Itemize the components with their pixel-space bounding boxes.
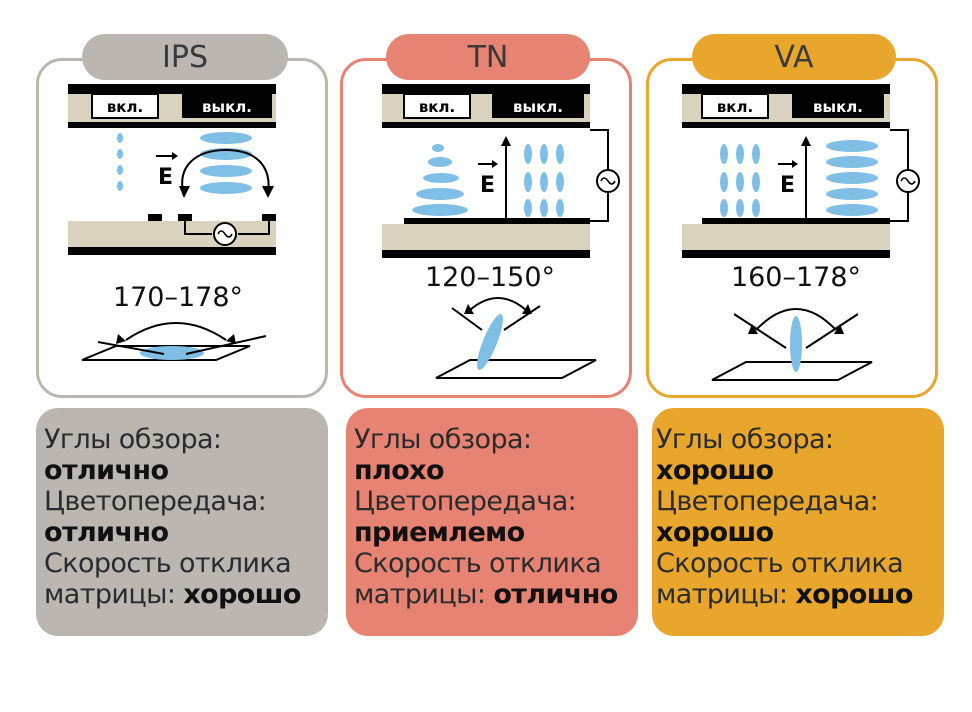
ips-title: IPS [162, 39, 208, 75]
tn-on-label-box [403, 93, 471, 119]
ips-off-label: выкл. [202, 98, 252, 116]
ips-response-label-2: матрицы: [44, 579, 184, 610]
tn-viewing-value: плохо [354, 455, 445, 486]
ips-off-molecules [200, 132, 252, 194]
ips-top-polarizer [68, 84, 276, 94]
tn-title-tab: TN [386, 34, 590, 80]
ips-bottom-polarizer [68, 247, 276, 255]
tn-color-label: Цветопередача: [354, 486, 577, 517]
tn-panel: TN вкл. выкл. E [340, 0, 640, 712]
va-color-label: Цветопередача: [656, 486, 879, 517]
ips-color-label: Цветопередача: [44, 486, 267, 517]
tn-response-label-2: матрицы: [354, 579, 494, 610]
tn-on-molecules [412, 144, 468, 216]
va-title: VA [774, 39, 814, 75]
tn-off-label: выкл. [513, 98, 563, 116]
va-on-label: вкл. [717, 98, 753, 116]
va-viewing-label: Углы обзора: [656, 424, 834, 455]
ips-electrode-3 [262, 214, 276, 221]
tn-viewing-plane [435, 359, 597, 379]
ips-viewing-arc [125, 322, 227, 341]
tn-bottom-substrate [382, 224, 590, 250]
ips-diagram: вкл. выкл. E [68, 84, 276, 361]
ips-viewing-molecule [140, 346, 204, 360]
ips-on-label-box [91, 93, 159, 119]
va-viewing-plane [711, 361, 873, 381]
ips-panel: IPS вкл. выкл. E [36, 0, 336, 712]
tn-off-label-box [492, 94, 584, 118]
ips-angle: 170–178° [112, 282, 244, 313]
va-color-value: хорошо [656, 517, 774, 548]
va-off-label: выкл. [813, 98, 863, 116]
va-angle: 160–178° [730, 262, 862, 293]
va-on-molecules [720, 144, 760, 217]
tn-off-molecules [524, 144, 564, 217]
va-panel: VA вкл. выкл. E [646, 0, 946, 712]
tn-diagram: вкл. выкл. E [382, 84, 620, 379]
ips-viewing-label: Углы обзора: [44, 424, 222, 455]
ips-info-card: Углы обзора: отлично Цветопередача: отли… [36, 408, 328, 636]
ips-response-value: хорошо [183, 579, 301, 610]
tn-response-label: Скорость отклика [354, 548, 602, 579]
va-viewing-value: хорошо [656, 455, 774, 486]
va-off-label-box [792, 94, 884, 118]
ips-top-edge [68, 122, 276, 128]
tn-viewing-arc [469, 297, 527, 311]
ips-electrode-2 [178, 214, 192, 221]
ips-on-label: вкл. [107, 98, 143, 116]
va-electrode [702, 218, 890, 224]
va-on-label-box [701, 93, 769, 119]
va-viewing-arc [755, 308, 837, 331]
va-info-card: Углы обзора: хорошо Цветопередача: хорош… [652, 408, 944, 636]
ips-off-label-box [182, 94, 272, 118]
va-response-label: Скорость отклика [656, 548, 904, 579]
va-viewing-molecule [790, 316, 802, 372]
tn-response-value: отлично [493, 579, 618, 610]
va-bottom-substrate [682, 224, 890, 250]
tn-on-label: вкл. [419, 98, 455, 116]
ips-on-molecules [117, 133, 123, 191]
tn-color-value: приемлемо [354, 517, 525, 548]
va-response-label-2: матрицы: [656, 579, 796, 610]
va-response-value: хорошо [795, 579, 913, 610]
va-title-tab: VA [692, 34, 896, 80]
va-off-molecules [826, 140, 878, 216]
ips-viewing-value: отлично [44, 455, 169, 486]
ips-field-arrowhead [262, 186, 274, 198]
va-field-label: E [780, 173, 795, 198]
ips-field-label: E [158, 165, 173, 190]
tn-electrode [404, 218, 590, 224]
tn-field-label: E [480, 173, 495, 198]
ips-color-value: отлично [44, 517, 169, 548]
ips-field-line [181, 148, 270, 197]
ips-electrode-1 [148, 214, 162, 221]
tn-info-card: Углы обзора: плохо Цветопередача: приемл… [346, 408, 638, 636]
tn-angle: 120–150° [424, 262, 556, 293]
ips-title-tab: IPS [82, 34, 288, 80]
tn-viewing-label: Углы обзора: [354, 424, 532, 455]
tn-viewing-molecule [477, 314, 503, 370]
ips-response-label: Скорость отклика [44, 548, 292, 579]
va-diagram: вкл. выкл. E [682, 84, 920, 381]
tn-title: TN [467, 39, 509, 75]
